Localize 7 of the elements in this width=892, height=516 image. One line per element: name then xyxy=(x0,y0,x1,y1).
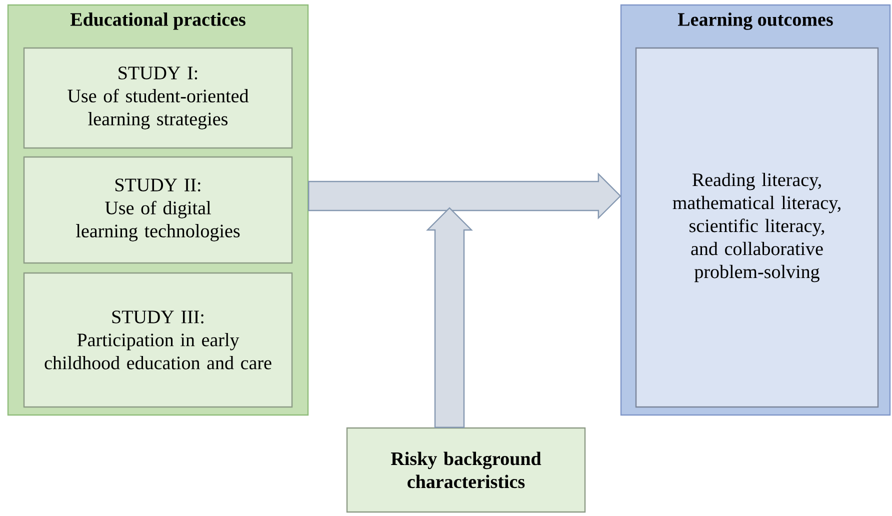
study-box: STUDY III: Participation in early childhood education and care xyxy=(23,272,293,408)
block-arrow xyxy=(426,207,473,428)
block-arrow xyxy=(308,172,622,220)
outcome-box: Reading literacy, mathematical literacy, scientific literacy, and collaborative problem-solving xyxy=(635,47,879,408)
factor-box: Risky background characteristics xyxy=(346,427,586,513)
study-box: STUDY II: Use of digital learning technologies xyxy=(23,156,293,264)
study-box: STUDY I: Use of student-oriented learning strategies xyxy=(23,47,293,149)
